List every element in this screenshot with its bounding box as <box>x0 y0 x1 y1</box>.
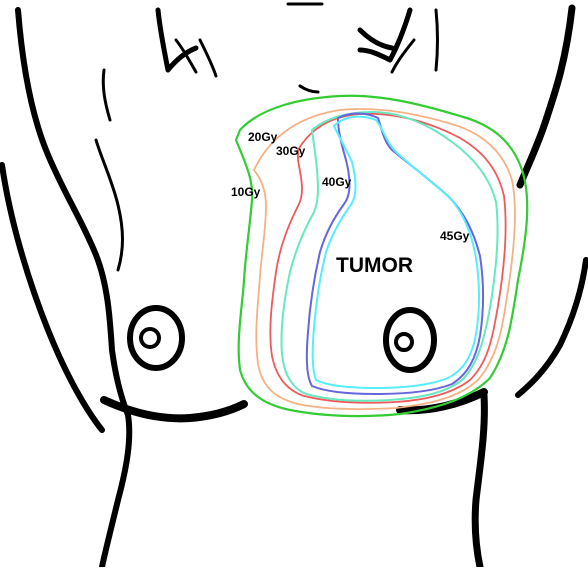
tumor-label: TUMOR <box>336 254 413 277</box>
label-45gy: 45Gy <box>440 229 470 243</box>
label-10gy: 10Gy <box>231 185 261 199</box>
label-20gy: 20Gy <box>248 130 278 144</box>
label-40gy: 40Gy <box>322 175 352 189</box>
label-30gy: 30Gy <box>276 144 306 158</box>
